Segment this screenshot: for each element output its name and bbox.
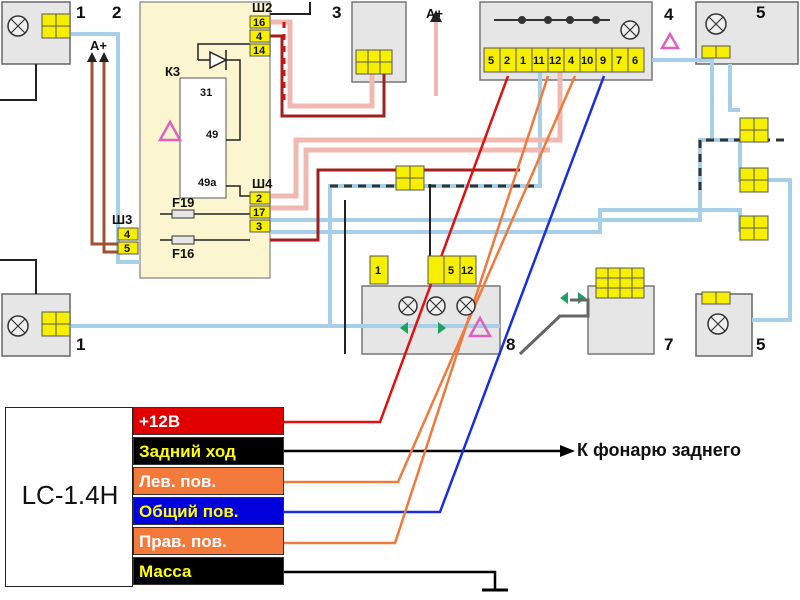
lamp-crosses xyxy=(10,16,726,334)
callout-4: 4 xyxy=(664,5,674,24)
panel-pin-5: 5 xyxy=(448,265,454,277)
hazard-warning-icon-panel xyxy=(467,315,493,338)
callout-5-top: 5 xyxy=(756,3,765,22)
sh4-pin-2: 2 xyxy=(256,193,262,205)
relay-k3-label: К3 xyxy=(165,64,180,79)
switch-connector xyxy=(483,47,645,73)
wire-left-turn xyxy=(284,75,577,484)
supply-label-relay: A+ xyxy=(90,38,107,53)
brake-pedal-icon xyxy=(518,298,590,356)
hazard-warning-icon-switch xyxy=(659,31,681,50)
callout-7: 7 xyxy=(664,335,673,354)
ground-wires xyxy=(0,2,431,354)
fuse-f19 xyxy=(171,209,195,219)
terminal-right-turn: Прав. пов. xyxy=(133,527,284,555)
supply-arrow-right xyxy=(99,52,109,62)
terminal-ground: Масса xyxy=(133,557,284,585)
wire-right-turn xyxy=(284,75,550,545)
callout-2: 2 xyxy=(112,3,121,22)
callout-1-top: 1 xyxy=(76,3,85,22)
hazard-warning-icon xyxy=(157,119,183,142)
supply-arrow-hazard xyxy=(430,10,442,22)
switch-pin-1: 1 xyxy=(520,55,526,67)
panel-connector xyxy=(369,255,477,285)
terminal-left-turn: Лев. пов. xyxy=(133,467,284,495)
module-wires xyxy=(284,75,606,590)
fuse-f19-label: F19 xyxy=(172,195,194,210)
wire-common-turn xyxy=(284,75,606,514)
supply-label-hazard: A+ xyxy=(426,6,443,21)
rear-lamp-note: К фонарю заднего xyxy=(577,440,742,460)
instrument-panel-body xyxy=(361,285,501,355)
switch-pin-10: 10 xyxy=(581,55,593,67)
fuse-f16 xyxy=(171,235,195,245)
supply-arrow-left xyxy=(87,52,97,62)
callout-3: 3 xyxy=(332,3,341,22)
relay-internal-wires xyxy=(160,43,250,241)
callout-5-bottom: 5 xyxy=(756,335,765,354)
switch-pin-9: 9 xyxy=(600,55,606,67)
switch-pin-7: 7 xyxy=(616,55,622,67)
harness-blue-dashed xyxy=(330,138,790,190)
terminal-reverse: Задний ход xyxy=(133,437,284,465)
wire-plus12v xyxy=(284,75,510,424)
connector-sh2-label: Ш2 xyxy=(252,0,272,15)
relay-pin-31: 31 xyxy=(200,87,212,99)
lc-module-terminals: +12В Задний ход Лев. пов. Общий пов. Пра… xyxy=(133,407,284,587)
panel-pin-1: 1 xyxy=(375,265,381,277)
switch-contacts xyxy=(494,16,610,24)
lc-module: LC-1.4H xyxy=(5,407,133,587)
fuse-f16-label: F16 xyxy=(172,246,194,261)
sh2-pin-14: 14 xyxy=(253,45,266,57)
terminal-common-turn: Общий пов. xyxy=(133,497,284,525)
panel-pin-12: 12 xyxy=(461,265,473,277)
sh4-pin-17: 17 xyxy=(253,207,265,219)
lc-module-title: LC-1.4H xyxy=(21,480,119,510)
relay-k3 xyxy=(179,77,227,199)
switch-pin-4: 4 xyxy=(568,55,575,67)
switch-pin-12: 12 xyxy=(549,55,561,67)
sh2-pin-4: 4 xyxy=(256,31,263,43)
callout-1-bottom: 1 xyxy=(76,335,85,354)
switch-pin-5: 5 xyxy=(488,55,494,67)
switch-pin-6: 6 xyxy=(632,55,638,67)
sh3-pin-4: 4 xyxy=(124,229,131,241)
sh4-pin-3: 3 xyxy=(256,221,262,233)
terminal-plus12v: +12В xyxy=(133,407,284,435)
arrow-to-rear-lamp xyxy=(560,445,575,457)
relay-pin-49a: 49а xyxy=(198,177,217,189)
wire-ground xyxy=(284,570,497,590)
connector-sh4-label: Ш4 xyxy=(252,176,273,191)
relay-pin-49: 49 xyxy=(206,129,218,141)
supply-wires-brown xyxy=(90,60,118,254)
callout-8: 8 xyxy=(506,335,515,354)
switch-pin-11: 11 xyxy=(533,55,545,67)
sh3-pin-5: 5 xyxy=(124,243,130,255)
switch-pin-2: 2 xyxy=(504,55,510,67)
connector-sh3-label: Ш3 xyxy=(112,212,132,227)
sh2-pin-16: 16 xyxy=(253,17,265,29)
connector-blocks xyxy=(41,13,769,337)
